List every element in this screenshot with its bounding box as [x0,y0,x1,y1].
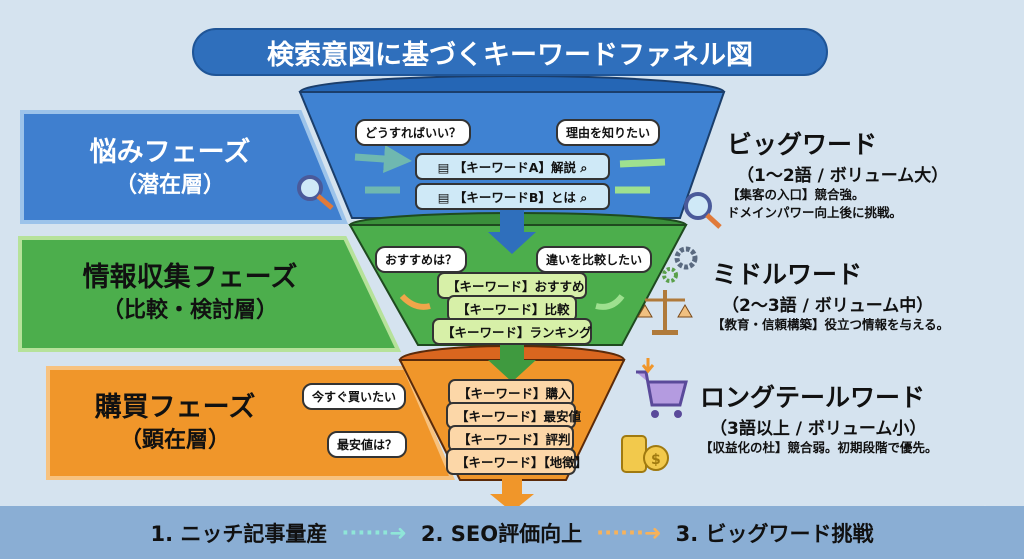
phase-name: 購買フェーズ [94,392,256,423]
speech-bubble: 今すぐ買いたい [302,383,407,410]
phase-research: 情報収集フェーズ （比較・検討層） [30,260,350,326]
desc-sub: （2〜3語 / ボリューム中） [722,296,934,316]
desc-line: 【集客の入口】競合強。 [727,187,865,202]
phase-sub: （比較・検討層） [101,298,278,324]
gear-icon [662,246,698,283]
cart-icon [636,358,688,418]
svg-text:$: $ [651,452,661,468]
keyword-label: 【キーワードA】解説 [453,160,576,175]
desc-line: 【教育・信頼構築】役立つ情報を与える。 [712,317,950,332]
keyword-label: 【キーワードB】とは [453,190,576,205]
step-1: 1. ニッチ記事量産 [150,521,328,546]
dotted-arrow-icon: ······➜ [341,520,407,545]
desc-sub: （1〜2語 / ボリューム大） [737,166,949,186]
keyword-chip: ▤ 【キーワードA】解説 ⌕ [415,153,610,180]
phase-panel-awareness [20,110,348,224]
phase-name: 悩みフェーズ [89,137,251,168]
step-2: 2. SEO評価向上 [420,521,583,546]
keyword-chip: 【キーワード】最安値 [446,402,581,429]
keyword-chip: ▤ 【キーワードB】とは ⌕ [415,183,610,210]
keyword-chip: 【キーワード】【地徴】 [446,448,587,475]
desc-title: ロングテールワード [700,383,926,412]
description-longtail-word: ロングテールワード （3語以上 / ボリューム小） 【収益化の杜】競合弱。初期段… [700,378,938,457]
scales-icon [637,290,693,335]
phase-panel-research [18,236,402,352]
keyword-chip: 【キーワード】購入 [448,379,574,406]
flow-arrow [488,208,536,254]
magnifier-icon [297,175,334,210]
keyword-chip: 【キーワード】比較 [447,295,577,322]
page-title: 検索意図に基づくキーワードファネル図 [192,28,828,76]
flow-arrow [490,478,534,512]
speech-bubble: 理由を知りたい [556,119,661,146]
desc-sub: （3語以上 / ボリューム小） [710,419,927,439]
step-3: 3. ビッグワード挑戦 [675,521,874,546]
phase-purchase: 購買フェーズ （顕在層） [60,390,290,456]
phase-name: 情報収集フェーズ [82,262,298,293]
phase-sub: （潜在層） [114,173,225,199]
flow-arrow [488,338,536,382]
keyword-chip: 【キーワード】ランキング [432,318,592,345]
keyword-chip: 【キーワード】おすすめ [437,272,587,299]
speech-bubble: おすすめは？ [375,246,468,273]
desc-title: ミドルワード [712,260,863,289]
description-big-word: ビッグワード （1〜2語 / ボリューム大） 【集客の入口】競合強。 ドメインパ… [727,125,948,221]
search-icon: ⌕ [580,190,588,205]
speech-bubble: どうすればいい？ [355,119,472,146]
description-middle-word: ミドルワード （2〜3語 / ボリューム中） 【教育・信頼構築】役立つ情報を与え… [712,255,949,334]
dotted-arrow-icon: ······➜ [596,520,662,545]
search-icon: ⌕ [580,160,588,175]
phase-awareness: 悩みフェーズ （潜在層） [40,135,300,201]
steps-bar: 1. ニッチ記事量産 ······➜ 2. SEO評価向上 ······➜ 3.… [0,506,1024,559]
desc-line: 【収益化の杜】競合弱。初期段階で優先。 [700,440,938,455]
desc-line: ドメインパワー向上後に挑戦。 [727,204,903,220]
phase-sub: （顕在層） [119,428,230,454]
magnifier-icon [684,192,722,229]
speech-bubble: 違いを比較したい [536,246,653,273]
coins-icon: $ [621,435,669,473]
speech-bubble: 最安値は？ [327,431,408,458]
desc-title: ビッグワード [727,130,878,159]
